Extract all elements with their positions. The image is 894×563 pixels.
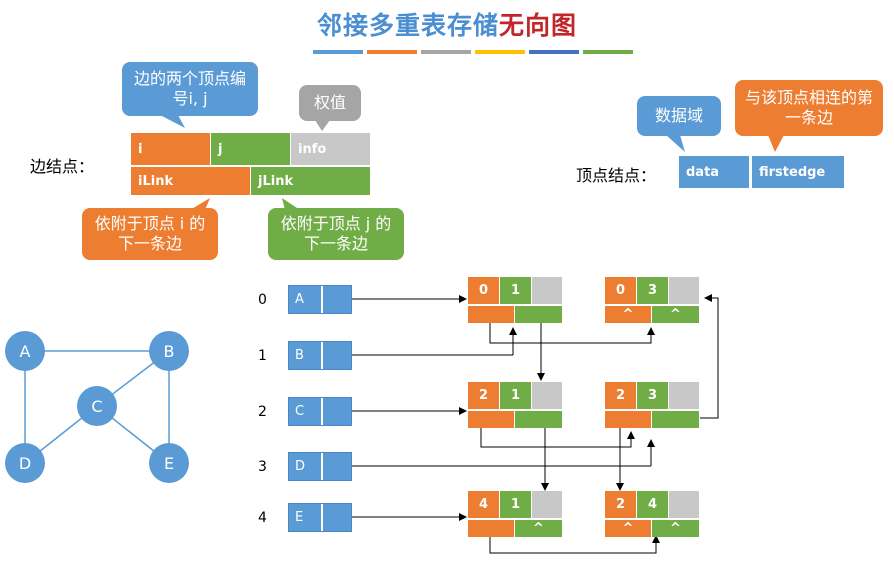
callout-pointer [190,198,210,210]
edge-j: 1 [500,491,531,518]
callout-jlink: 依附于顶点 j 的下一条边 [268,208,404,260]
vertex-index: 0 [258,292,267,308]
color-bar-segment [529,50,579,54]
edge-i: 2 [605,491,636,518]
edge-info [669,382,699,409]
list-pointers [352,294,719,554]
edge-j: 4 [637,491,668,518]
vertex-data: A [289,286,323,313]
edge-j: 3 [637,382,668,409]
callout-pointer [768,135,784,152]
vertex-row: E [288,503,352,532]
page-title: 邻接多重表存储无向图 [0,6,894,42]
edge-ilink [468,520,514,537]
vertex-row: C [288,397,352,426]
edge-field-i: i [131,133,210,165]
vertex-data: D [289,453,323,480]
callout-pointer [315,120,330,131]
edge-jlink: ^ [515,520,562,537]
edge-node: 0 3 ^ ^ [605,277,699,323]
vertex-row: D [288,452,352,481]
title-main: 邻接多重表存储 [316,11,499,40]
edge-info [532,277,562,304]
graph-vertex-d: D [5,443,45,483]
edge-ilink: ^ [605,306,651,323]
edge-jlink: ^ [652,306,699,323]
vertex-index: 1 [258,348,267,364]
callout-pointer [666,135,685,152]
edge-i: 0 [605,277,636,304]
edge-info [669,491,699,518]
edge-field-info: info [291,133,370,165]
edge-jlink [515,306,562,323]
edge-i: 4 [468,491,499,518]
edge-field-jlink: jLink [251,167,370,195]
vertex-data: C [289,398,323,425]
edge-node: 4 1 ^ [468,491,562,537]
edge-i: 2 [605,382,636,409]
edge-node-label: 边结点： [30,157,95,176]
edge-i: 2 [468,382,499,409]
color-bar-segment [421,50,471,54]
callout-ij: 边的两个顶点编号i, j [122,62,258,116]
edge-field-j: j [211,133,290,165]
edge-ilink: ^ [605,520,651,537]
vertex-index: 4 [258,510,267,526]
edge-node: 2 1 [468,382,562,428]
edge-info [669,277,699,304]
edge-info [532,382,562,409]
edge-node: 0 1 [468,277,562,323]
color-bar-segment [313,50,363,54]
vertex-node-label: 顶点结点： [576,166,657,185]
vertex-index: 2 [258,404,267,420]
color-bar-segment [475,50,525,54]
edge-info [532,491,562,518]
callout-info: 权值 [299,85,361,121]
edge-j: 3 [637,277,668,304]
edge-node: 2 3 [605,382,699,428]
edge-jlink [515,411,562,428]
title-highlight: 无向图 [499,11,578,40]
vertex-row: B [288,341,352,370]
vertex-data: E [289,504,323,531]
edge-ilink [468,306,514,323]
vertex-index: 3 [258,459,267,475]
graph-vertex-a: A [5,331,45,371]
color-bar-segment [367,50,417,54]
graph-vertex-e: E [149,443,189,483]
vertex-field-data: data [679,156,749,188]
callout-firstedge: 与该顶点相连的第一条边 [735,80,883,136]
edge-node: 2 4 ^ ^ [605,491,699,537]
edge-field-ilink: iLink [131,167,250,195]
callout-ilink: 依附于顶点 i 的下一条边 [82,208,218,260]
callout-data: 数据域 [637,96,721,136]
edge-ilink [468,411,514,428]
vertex-data: B [289,342,323,369]
edge-ilink [605,411,651,428]
vertex-row: A [288,285,352,314]
graph-vertex-c: C [77,386,117,426]
color-bar-segment [583,50,633,54]
edge-j: 1 [500,382,531,409]
edge-i: 0 [468,277,499,304]
edge-jlink [652,411,699,428]
graph-vertex-b: B [149,331,189,371]
callout-pointer [160,115,185,128]
edge-jlink: ^ [652,520,699,537]
callout-pointer [282,198,300,210]
vertex-field-firstedge: firstedge [752,156,844,188]
edge-j: 1 [500,277,531,304]
